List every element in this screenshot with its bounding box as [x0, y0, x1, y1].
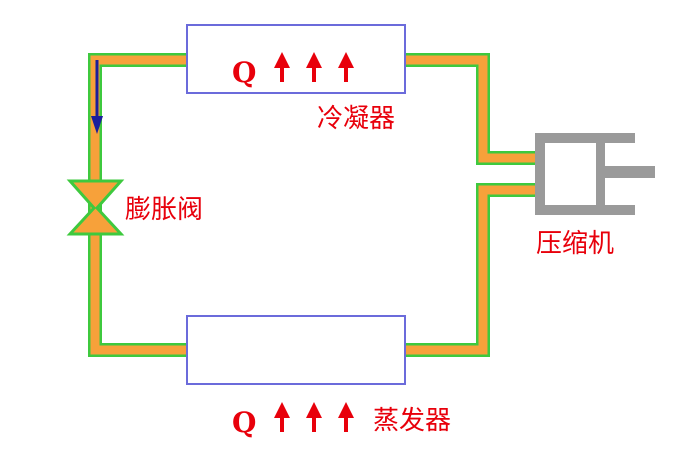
flow-direction-arrow — [91, 60, 103, 134]
condenser-heat-q: Q — [232, 56, 256, 89]
condenser-heat-arrows — [274, 52, 354, 82]
compressor-label: 压缩机 — [536, 229, 614, 259]
pipe-condenser-to-compressor — [405, 53, 535, 165]
condenser-label: 冷凝器 — [317, 104, 395, 134]
condenser-box — [186, 24, 406, 94]
expansion-valve-label: 膨胀阀 — [125, 195, 203, 225]
compressor-symbol — [535, 133, 655, 215]
evaporator-heat-arrows — [274, 402, 354, 432]
evaporator-heat-q: Q — [232, 406, 256, 439]
expansion-valve-symbol — [66, 179, 125, 236]
evaporator-box — [186, 315, 406, 385]
pipe-compressor-to-evaporator — [405, 183, 535, 357]
evaporator-label: 蒸发器 — [373, 406, 451, 436]
